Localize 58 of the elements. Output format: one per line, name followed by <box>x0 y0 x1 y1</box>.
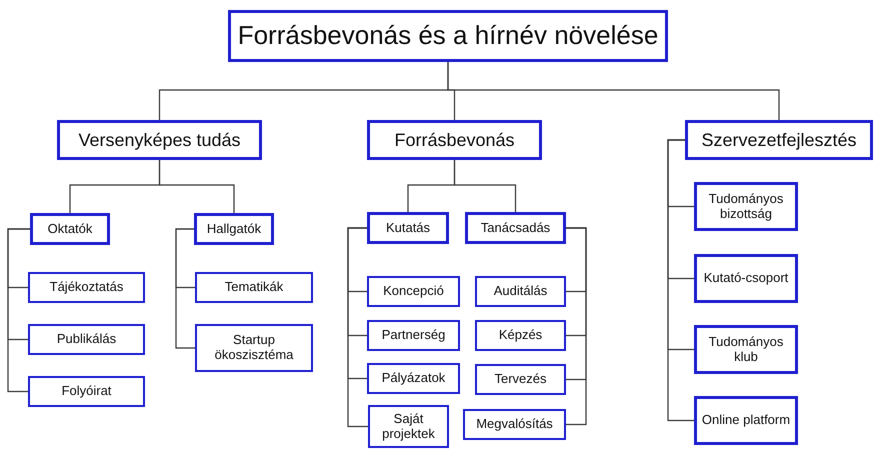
box-label: Saját projektek <box>381 412 436 442</box>
org-box <box>694 396 798 445</box>
box-label: Tájékoztatás <box>50 280 124 295</box>
box-label: Tervezés <box>494 372 547 387</box>
box-label: Képzés <box>498 328 542 343</box>
box-label: Forrásbevonás <box>394 130 515 150</box>
box-label: Online platform <box>702 413 790 428</box>
box-label: Folyóirat <box>62 384 112 399</box>
org-box <box>475 320 566 351</box>
org-box <box>195 272 313 303</box>
org-box <box>463 409 566 440</box>
org-box <box>694 325 798 374</box>
box-label: Tudományos bizottság <box>708 192 784 222</box>
connector-line <box>7 228 30 392</box>
org-box <box>475 364 566 395</box>
org-box <box>367 276 460 307</box>
org-box <box>685 120 873 160</box>
box-label: Partnerség <box>382 328 446 343</box>
box-label: Kutató-csoport <box>704 271 788 286</box>
org-box <box>195 324 313 372</box>
org-box <box>475 276 566 307</box>
box-label: Hallgatók <box>206 222 262 236</box>
box-label: Tudományos klub <box>708 334 784 364</box>
org-box <box>694 182 798 231</box>
connector-line <box>175 228 195 349</box>
box-label: Tematikák <box>224 280 284 295</box>
org-box <box>28 272 145 303</box>
box-label: Tanácsadás <box>480 220 550 236</box>
connector-line <box>158 160 235 213</box>
box-label: Megvalósítás <box>476 417 553 432</box>
box-label: Auditálás <box>494 284 548 299</box>
connector-line <box>566 227 587 426</box>
org-box <box>28 376 145 407</box>
org-box <box>28 324 145 355</box>
org-box <box>694 254 798 303</box>
org-box <box>228 10 668 62</box>
org-box <box>367 363 460 394</box>
connector-line <box>454 160 516 212</box>
box-label: Startup ökoszisztéma <box>214 333 294 363</box>
org-box <box>367 120 542 160</box>
org-box <box>465 212 566 244</box>
connector-line <box>667 139 694 422</box>
org-box <box>194 213 274 245</box>
box-label: Koncepció <box>383 284 444 299</box>
org-box <box>368 405 449 448</box>
box-label: Versenyképes tudás <box>78 130 241 150</box>
box-label: Oktatók <box>48 222 92 236</box>
box-label: Kutatás <box>386 220 430 236</box>
org-box <box>367 320 460 351</box>
connector-line <box>347 227 368 428</box>
box-label: Forrásbevonás és a hírnév növelése <box>238 21 658 51</box>
box-label: Szervezetfejlesztés <box>701 130 857 150</box>
org-box <box>30 213 110 245</box>
box-label: Publikálás <box>56 332 116 347</box>
box-label: Pályázatok <box>382 371 446 386</box>
connector-line <box>447 62 780 120</box>
org-box <box>57 120 262 160</box>
org-box <box>367 212 449 244</box>
